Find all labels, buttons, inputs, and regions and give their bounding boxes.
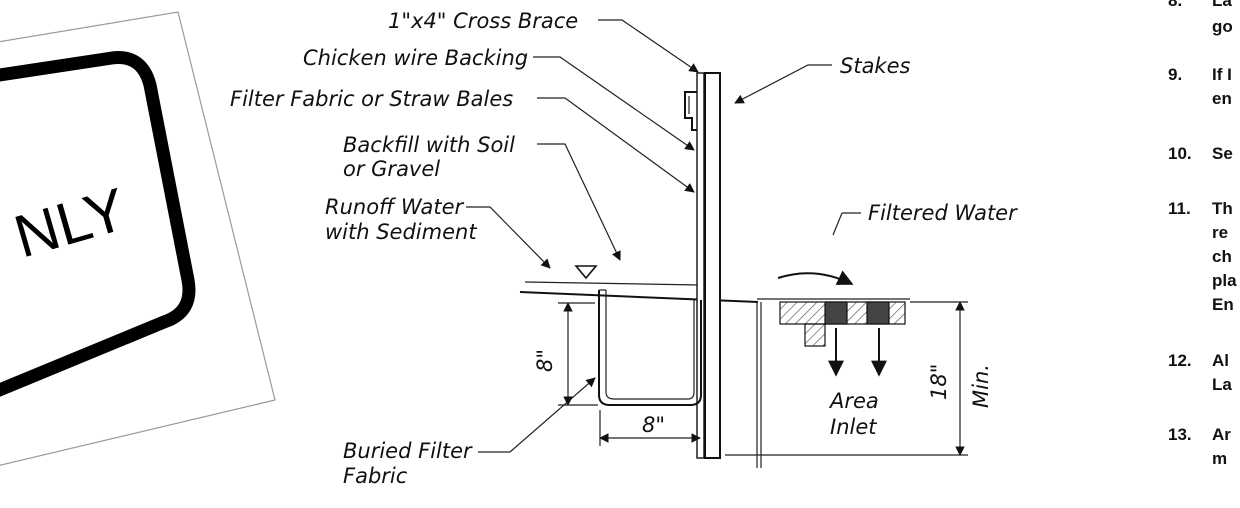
- note-text: m: [1212, 449, 1227, 468]
- stake-and-fence: [598, 72, 721, 459]
- note-text: re: [1212, 223, 1228, 242]
- label-filtered-water: Filtered Water: [868, 201, 1018, 225]
- label-runoff-2: with Sediment: [325, 220, 477, 244]
- cross-brace: [684, 91, 697, 131]
- note-text: La: [1212, 0, 1232, 10]
- note-number: 13.: [1168, 425, 1192, 444]
- dim-height-note: Min.: [969, 364, 993, 408]
- note-number: 10.: [1168, 144, 1192, 163]
- label-backfill-2: or Gravel: [343, 157, 440, 181]
- label-inlet: Inlet: [830, 415, 877, 439]
- note-text: If I: [1212, 65, 1232, 84]
- ground-lines: [519, 265, 910, 468]
- dim-depth: 8": [533, 349, 557, 372]
- area-inlet: [777, 270, 906, 377]
- diagram-labels: 1"x4" Cross Brace Chicken wire Backing F…: [230, 9, 1018, 488]
- note-text: En: [1212, 295, 1234, 314]
- water-level-icon: [574, 265, 598, 280]
- label-runoff-1: Runoff Water: [325, 195, 465, 219]
- filter-fabric-layer: [696, 72, 705, 459]
- dim-width: 8": [642, 413, 665, 437]
- label-chicken-wire: Chicken wire Backing: [303, 46, 528, 70]
- dim-height: 18": [927, 364, 951, 400]
- sign-panel: NLY: [0, 11, 276, 466]
- note-number: 12.: [1168, 351, 1192, 370]
- leader-lines: [466, 19, 861, 453]
- note-text: La: [1212, 375, 1232, 394]
- note-text: go: [1212, 17, 1233, 36]
- grate-bar: [866, 301, 890, 325]
- grate-bar: [824, 301, 848, 325]
- note-text: Ar: [1212, 425, 1231, 444]
- note-number: 9.: [1168, 65, 1182, 84]
- buried-filter-fabric: [598, 290, 702, 406]
- note-number: 8.: [1168, 0, 1182, 10]
- label-cross-brace: 1"x4" Cross Brace: [388, 9, 578, 33]
- note-text: en: [1212, 89, 1232, 108]
- label-backfill-1: Backfill with Soil: [343, 133, 515, 157]
- label-buried-2: Fabric: [343, 464, 408, 488]
- label-filter-fabric: Filter Fabric or Straw Bales: [230, 87, 513, 111]
- note-text: pla: [1212, 271, 1237, 290]
- note-text: ch: [1212, 247, 1232, 266]
- note-text: Se: [1212, 144, 1233, 163]
- note-text: Al: [1212, 351, 1229, 370]
- dimension-lines: [558, 301, 968, 456]
- stake: [704, 72, 721, 459]
- filtered-water-arrow: [777, 270, 854, 285]
- label-buried-1: Buried Filter: [343, 439, 473, 463]
- note-number: 11.: [1168, 199, 1191, 218]
- label-area: Area: [828, 389, 879, 413]
- note-text: Th: [1212, 199, 1233, 218]
- label-stakes: Stakes: [840, 54, 911, 78]
